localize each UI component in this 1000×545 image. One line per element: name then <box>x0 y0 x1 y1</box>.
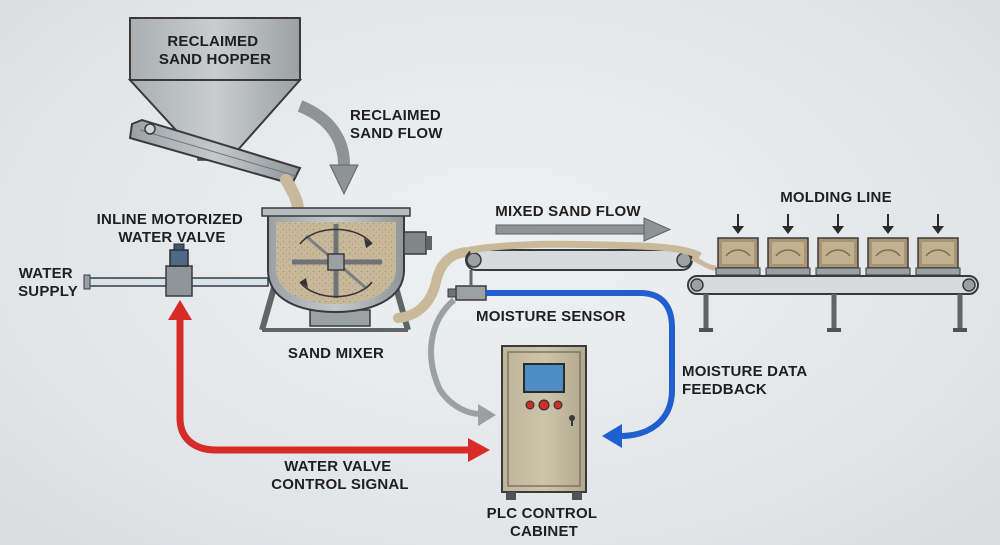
mold-flask <box>765 214 811 276</box>
chute-motor-icon <box>144 123 156 135</box>
plc-stop-button-icon <box>538 399 550 411</box>
mixed-sand-conveyor <box>465 240 717 271</box>
water-supply-label: WATER SUPPLY <box>18 265 78 300</box>
sensor-signal-arrow <box>428 297 496 426</box>
reclaimed-sand-flow-arrow <box>297 100 359 196</box>
plc-control-cabinet <box>501 345 587 500</box>
reclaimed-sand-hopper <box>127 17 303 161</box>
valve-label: INLINE MOTORIZED WATER VALVE <box>97 211 248 246</box>
mold-flask <box>865 214 911 276</box>
mold-flask <box>915 214 961 276</box>
sand-flow-label: RECLAIMED SAND FLOW <box>350 107 445 142</box>
mixer-motor-icon <box>403 231 427 255</box>
hopper-label: RECLAIMED SAND HOPPER <box>159 33 271 68</box>
moisture-feedback-label: MOISTURE DATA FEEDBACK <box>682 363 811 398</box>
mold-flasks <box>715 214 961 276</box>
plc-indicator-icon <box>525 400 535 410</box>
mixed-flow-label: MIXED SAND FLOW <box>495 203 641 220</box>
mixer-label: SAND MIXER <box>288 345 384 362</box>
mixed-sand-flow-arrow <box>495 217 672 242</box>
valve-actuator-icon <box>169 249 189 267</box>
motorized-water-valve <box>165 243 193 297</box>
moisture-sensor-label: MOISTURE SENSOR <box>476 308 626 325</box>
plc-screen <box>523 363 565 393</box>
valve-signal-label: WATER VALVE CONTROL SIGNAL <box>271 458 409 493</box>
sand-mixer <box>259 207 432 332</box>
valve-control-signal-arrow <box>168 300 490 462</box>
mixer-discharge <box>393 247 475 323</box>
mold-flask <box>715 214 761 276</box>
molding-line <box>687 275 979 332</box>
moisture-sensor <box>447 270 487 301</box>
molding-line-label: MOLDING LINE <box>780 189 892 206</box>
plc-label: PLC CONTROL CABINET <box>487 505 602 540</box>
moisture-feedback-arrow <box>486 290 675 448</box>
mold-flask <box>815 214 861 276</box>
plc-indicator-icon <box>553 400 563 410</box>
